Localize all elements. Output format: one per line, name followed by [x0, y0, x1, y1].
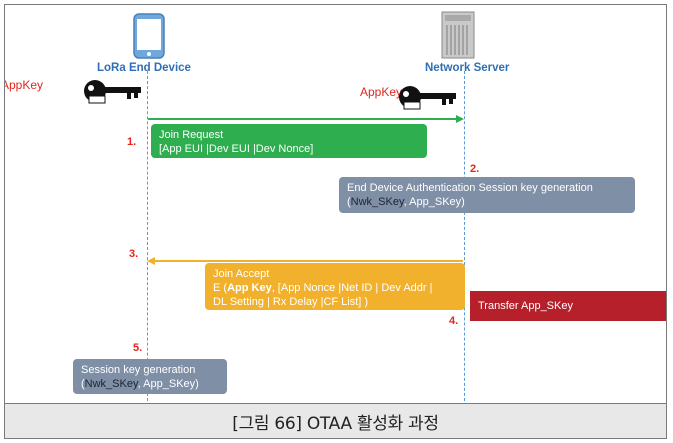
server-appkey-label: AppKey: [360, 85, 403, 99]
device-label: LoRa End Device: [97, 62, 191, 74]
join-accept-encryption: E (App Key, [App Nonce |Net ID | Dev Add…: [213, 282, 433, 294]
server-lifeline: [464, 71, 465, 403]
key-icon: [399, 86, 456, 110]
step-3-number: 3.: [129, 248, 139, 260]
diagram-frame: LoRa End Device Network Server AppKey Ap…: [4, 4, 667, 404]
device-keygen-title: Session key generation: [81, 364, 196, 376]
app-key-text: App Key: [227, 282, 272, 294]
figure-caption-bar: [그림 66] OTAA 활성화 과정: [4, 404, 667, 439]
transfer-label: Transfer App_SKey: [478, 300, 573, 312]
step-1-number: 1.: [127, 136, 137, 148]
server-label: Network Server: [425, 62, 510, 74]
key-icon: [84, 80, 141, 104]
step-5-number: 5.: [133, 342, 143, 354]
join-accept-settings: DL Setting | Rx Delay |CF List] ): [213, 296, 369, 308]
device-keygen-box: Session key generation (Nwk_SKey, App_SK…: [73, 359, 227, 394]
device-keygen-keys: (Nwk_SKey, App_SKey): [81, 378, 199, 390]
join-request-title: Join Request: [159, 129, 224, 141]
smartphone-icon: [133, 13, 165, 59]
join-accept-title: Join Accept: [213, 268, 270, 280]
server-rack-icon: [441, 11, 475, 59]
nwk-skey-text: Nwk_SKey: [84, 378, 138, 390]
step-4-number: 4.: [449, 315, 459, 327]
join-accept-arrow: [147, 257, 463, 265]
join-request-box: Join Request [App EUI |Dev EUI |Dev Nonc…: [151, 124, 427, 158]
join-request-fields: [App EUI |Dev EUI |Dev Nonce]: [159, 143, 314, 155]
server-keygen-box: End Device Authentication Session key ge…: [339, 177, 635, 213]
step-2-number: 2.: [470, 163, 480, 175]
device-appkey-label: AppKey: [4, 78, 44, 92]
figure-caption: [그림 66] OTAA 활성화 과정: [232, 413, 439, 434]
server-keygen-title: End Device Authentication Session key ge…: [347, 182, 593, 194]
server-keygen-keys: (Nwk_SKey, App_SKey): [347, 196, 465, 208]
nwk-skey-text: Nwk_SKey: [350, 196, 404, 208]
device-lifeline: [147, 71, 148, 403]
join-request-arrow: [148, 115, 464, 123]
join-accept-box: Join Accept E (App Key, [App Nonce |Net …: [205, 263, 465, 310]
transfer-box: Transfer App_SKey: [470, 291, 666, 321]
